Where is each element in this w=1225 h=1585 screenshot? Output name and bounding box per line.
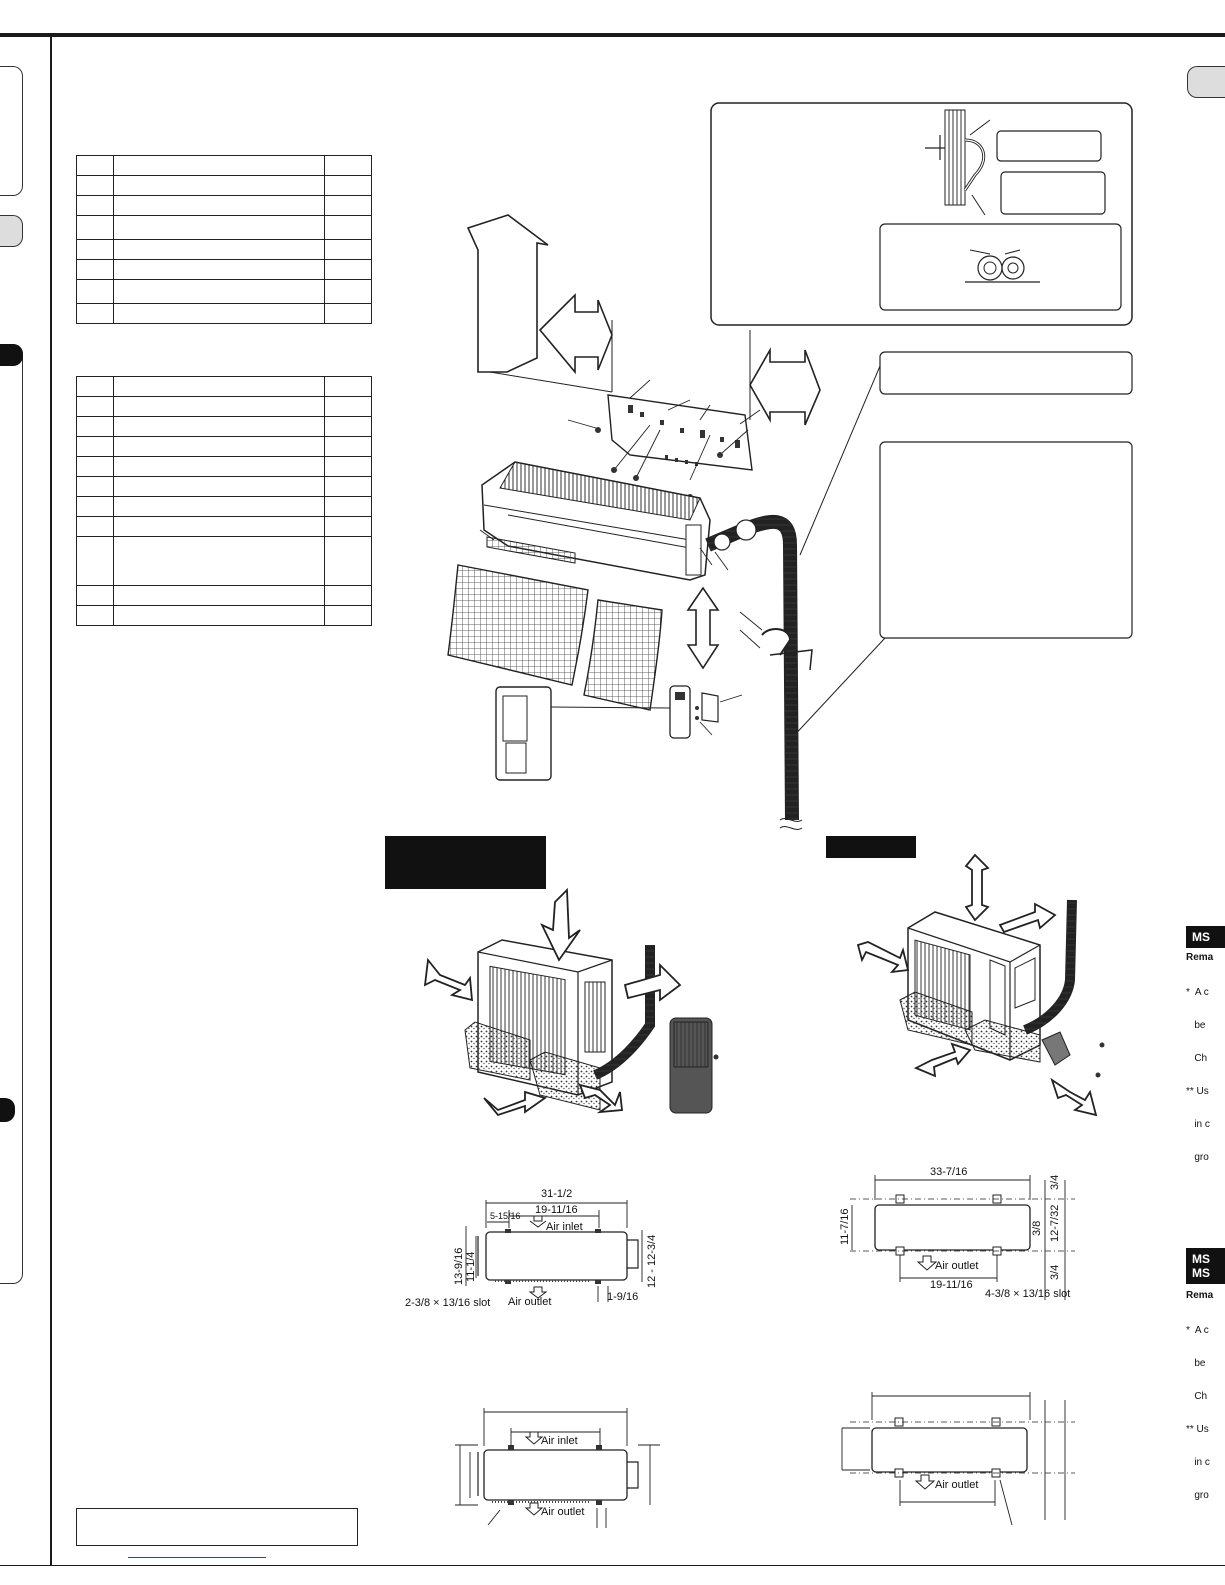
label-air-outlet: Air outlet <box>508 1296 551 1308</box>
side-tab-1[interactable] <box>0 66 23 196</box>
top-rule <box>0 33 1225 37</box>
remark-2-line: gro <box>1186 1490 1209 1501</box>
remote-controller <box>495 685 743 781</box>
outdoor-left-clearance-arrows <box>423 887 682 1117</box>
front-grille-right <box>583 599 663 711</box>
remark-heading-2: Rema <box>1186 1290 1214 1301</box>
model-box-1: MS <box>1186 926 1225 948</box>
dim-depth: 13-9/16 <box>453 1248 465 1285</box>
dim-depth-inner: 11-1/4 <box>465 1252 477 1282</box>
remark-1-line: * A c <box>1186 987 1209 998</box>
airflow-arrows <box>524 1215 938 1516</box>
remark-2-line: Ch <box>1186 1391 1208 1402</box>
parts-table-indoor <box>76 155 372 324</box>
remark-2-line: ** Us <box>1186 1424 1209 1435</box>
model-box-1-label: MS <box>1192 930 1210 944</box>
outdoor-section-heading-left <box>385 836 546 889</box>
remark-1-line: gro <box>1186 1152 1209 1163</box>
dim-r1: 3/4 <box>1049 1175 1061 1190</box>
dimension-drawing-outdoor-2 <box>850 1175 1075 1300</box>
parts-table-outdoor <box>76 376 372 626</box>
outdoor-unit-right <box>899 899 1105 1078</box>
dim-slot: 2-3/8 × 13/16 slot <box>405 1297 490 1309</box>
label-air-outlet-r: Air outlet <box>935 1260 978 1272</box>
dim-width-r: 33-7/16 <box>930 1166 967 1178</box>
clearance-arrow-left <box>538 293 613 375</box>
left-column-divider <box>50 37 52 1565</box>
refrigerant-pipe <box>699 514 813 830</box>
side-tab-3-marker <box>0 344 23 366</box>
dimension-drawing-outdoor-1 <box>465 1200 643 1302</box>
air-filter-small <box>479 529 576 564</box>
remark-heading-1: Rema <box>1186 952 1214 963</box>
dimension-drawing-outdoor-3 <box>455 1408 660 1528</box>
clearance-arrow-top <box>466 214 549 373</box>
remark-2-line: in c <box>1186 1457 1210 1468</box>
drain-note-box <box>879 441 1133 639</box>
dim-slot-r: 4-3/8 × 13/16 slot <box>985 1288 1070 1300</box>
outdoor-right-clearance-arrows <box>856 853 1098 1117</box>
clearance-arrow-bottom <box>686 586 720 670</box>
front-grille-left <box>447 564 589 686</box>
piping-note-box <box>879 351 1133 395</box>
footer-link-underline[interactable] <box>128 1557 266 1558</box>
label-air-outlet-br: Air outlet <box>935 1479 978 1491</box>
dim-depth-right: 12 - 12-3/4 <box>646 1235 658 1288</box>
label-air-outlet-b: Air outlet <box>541 1506 584 1518</box>
outdoor-unit-left <box>464 939 719 1114</box>
remark-text-1: * A c be Ch ** Us in c gro <box>1186 965 1225 1174</box>
right-edge-tab[interactable] <box>1187 66 1225 98</box>
dim-edge: 1-9/16 <box>607 1291 638 1303</box>
label-air-inlet: Air inlet <box>546 1221 583 1233</box>
model-box-2-line: MS <box>1192 1252 1210 1266</box>
remark-2-line: be <box>1186 1358 1206 1369</box>
indoor-unit <box>481 461 711 581</box>
mounting-plate <box>567 379 761 500</box>
label-air-inlet-b: Air inlet <box>541 1435 578 1447</box>
dimension-drawing-outdoor-4 <box>841 1392 1075 1526</box>
remark-2-line: * A c <box>1186 1325 1209 1336</box>
dim-bolt-pitch-r: 19-11/16 <box>930 1279 973 1291</box>
outdoor-section-heading-right <box>826 836 916 858</box>
dim-r2: 3/8 <box>1031 1221 1043 1236</box>
remark-1-line: Ch <box>1186 1053 1208 1064</box>
dim-r3: 12-7/32 <box>1049 1205 1061 1242</box>
remark-1-line: in c <box>1186 1119 1210 1130</box>
dim-offset: 5-15/16 <box>490 1211 521 1221</box>
bottom-rule <box>0 1565 1225 1566</box>
remark-1-line: ** Us <box>1186 1086 1209 1097</box>
wall-hole-callout <box>710 102 1133 326</box>
remark-1-line: be <box>1186 1020 1206 1031</box>
dim-bolt-pitch: 19-11/16 <box>535 1204 578 1216</box>
note-box <box>76 1508 358 1546</box>
model-box-2: MS MS <box>1186 1248 1225 1284</box>
dim-r4: 3/4 <box>1049 1265 1061 1280</box>
remark-text-2: * A c be Ch ** Us in c gro <box>1186 1303 1225 1512</box>
dim-depth-r: 11-7/16 <box>839 1209 851 1246</box>
model-box-2-line: MS <box>1192 1266 1210 1280</box>
side-tab-2[interactable] <box>0 215 23 247</box>
clearance-arrow-right <box>749 346 821 426</box>
side-tab-4-marker <box>0 1098 15 1122</box>
dim-width: 31-1/2 <box>541 1188 572 1200</box>
